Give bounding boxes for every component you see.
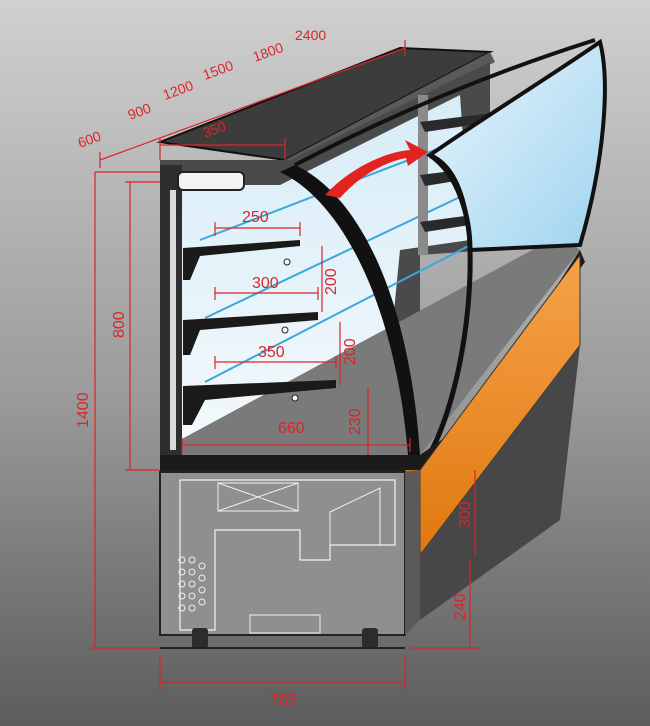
length-2400: 2400 [295, 27, 326, 43]
glass-frame-curve [417, 152, 473, 472]
shelf-3 [183, 380, 336, 425]
shelf-depth-3: 350 [258, 344, 285, 361]
front-panel-height-label: 300 [457, 501, 474, 528]
interior-light [180, 95, 470, 455]
shelf-depth-1: 250 [242, 209, 269, 226]
pillar-strip [170, 190, 176, 450]
foot-left [192, 628, 208, 648]
service-label-plate [249, 614, 321, 634]
compressor-box [217, 482, 299, 512]
inner-depth-label: 660 [278, 420, 305, 437]
leg-height-label: 240 [452, 593, 469, 620]
shelf-depth-2: 300 [252, 275, 279, 292]
shelf-spacing-1: 200 [323, 268, 340, 295]
total-height-label: 1400 [75, 392, 92, 428]
shelf-spacing-3: 230 [347, 408, 364, 435]
lower-side [420, 345, 580, 620]
base-width-label: 785 [270, 692, 297, 709]
shelf-spacing-2: 200 [342, 338, 359, 365]
glass-top-edge [294, 38, 596, 167]
open-direction-arrow [325, 140, 428, 198]
dimension-lines [90, 40, 480, 690]
inner-glass-frame [280, 165, 420, 455]
length-900: 900 [126, 100, 154, 123]
ceiling-lamp [177, 171, 245, 191]
lower-cabinet [159, 471, 406, 636]
shelf-1 [183, 240, 300, 280]
vent-grille [178, 556, 206, 612]
foot-right [362, 628, 378, 648]
display-floor [180, 235, 580, 455]
length-600: 600 [76, 128, 104, 151]
lower-cabinet-edge [405, 470, 420, 635]
evaporator [329, 487, 381, 546]
shelf-2 [183, 312, 318, 355]
top-depth-label: 350 [201, 118, 229, 141]
display-height-label: 800 [111, 311, 128, 338]
